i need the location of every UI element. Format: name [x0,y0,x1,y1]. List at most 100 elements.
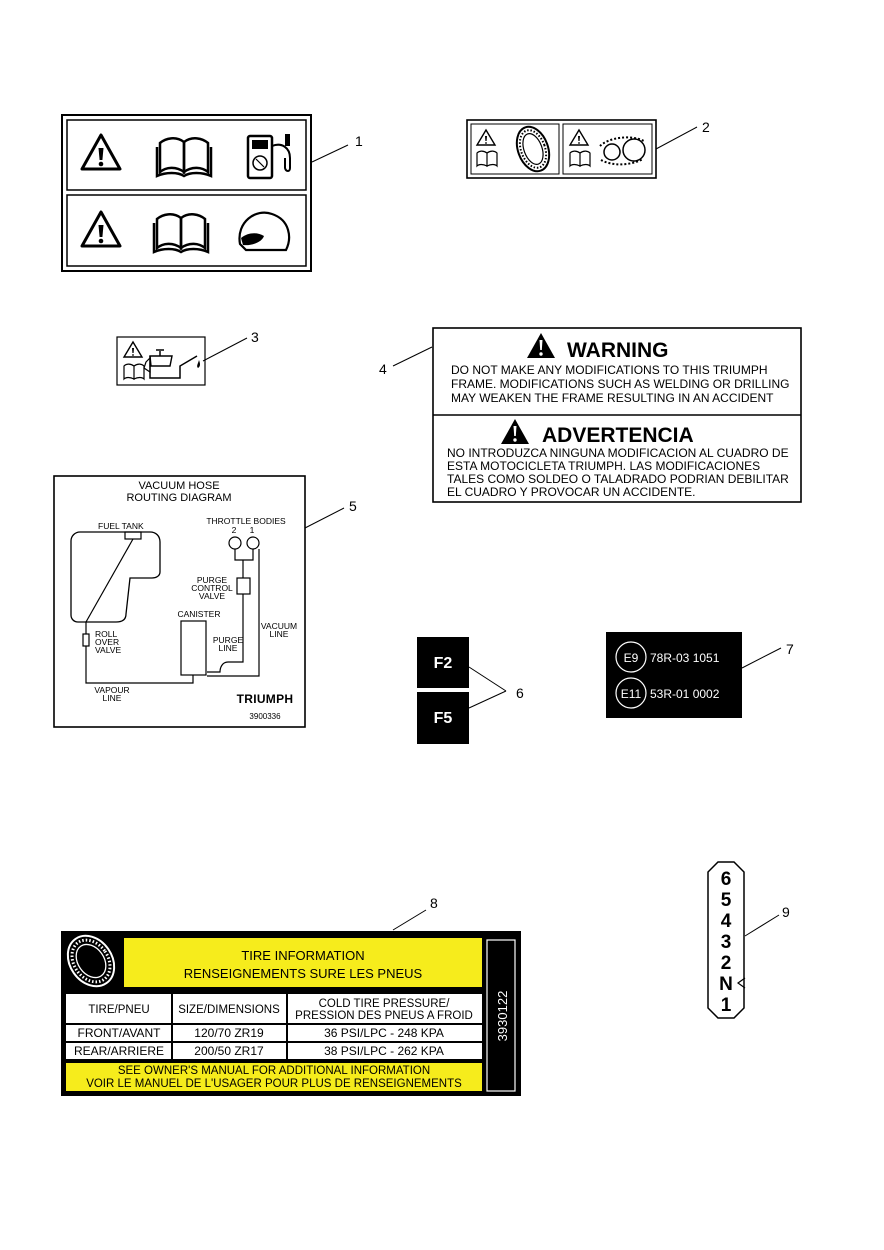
label-4-frame-warning: WARNING DO NOT MAKE ANY MODIFICATIONS TO… [432,327,802,503]
table-header: PRESSION DES PNEUS A FROID [295,1010,473,1022]
vapour-line-label: VAPOUR [94,685,129,695]
warning-line: DO NOT MAKE ANY MODIFICATIONS TO THIS TR… [451,363,768,377]
fuel-pump-icon [246,134,291,180]
label-6-fuse-labels: F2 F5 [417,637,469,744]
label-1-warning-icons [61,114,312,272]
fuel-tank-label: FUEL TANK [98,521,144,531]
throttle-bodies-label: THROTTLE BODIES [206,516,286,526]
advertencia-line: EL CUADRO Y PROVOCAR UN ACCIDENTE. [447,485,696,499]
label-9-gear-indicator: 6 5 4 3 2 N 1 [707,861,746,1019]
vacuum-part-number: 3900336 [249,712,281,721]
canister-shape [180,620,207,676]
manual-book-icon [569,150,591,167]
callout-6: 6 [516,685,524,701]
purge-line-label: LINE [219,643,238,653]
warning-title: WARNING [567,339,669,362]
manual-book-icon [155,137,213,178]
warning-triangle-icon [123,341,143,358]
tire-title: TIRE INFORMATION [241,948,364,963]
tire-title-panel [124,938,482,987]
neutral-pointer-icon [736,977,746,989]
label-8-tire-information: TIRE INFORMATION RENSEIGNEMENTS SURE LES… [61,931,521,1096]
warning-line: MAY WEAKEN THE FRAME RESULTING IN AN ACC… [451,391,774,405]
tire-table: TIRE/PNEU SIZE/DIMENSIONS COLD TIRE PRES… [66,994,482,1059]
gear-number: 1 [721,995,732,1016]
table-cell: 36 PSI/LPC - 248 KPA [324,1026,444,1040]
tire-title-fr: RENSEIGNEMENTS SURE LES PNEUS [184,966,423,981]
purge-valve-label: PURGE [197,575,228,585]
purge-valve-shape [236,577,251,595]
table-cell: FRONT/AVANT [78,1026,162,1040]
callout-5: 5 [349,498,357,514]
drive-chain-icon [599,136,646,166]
callout-2: 2 [702,119,710,135]
tire-icon [515,125,551,173]
fuse-label-f2: F2 [434,655,453,672]
roll-over-label: VALVE [95,645,121,655]
warning-triangle-icon [80,133,122,171]
table-header: COLD TIRE PRESSURE/ [319,998,451,1010]
warning-triangle-icon [527,333,555,358]
throttle-body-1-label: 1 [250,525,255,535]
gear-number: 3 [721,932,732,953]
roll-over-label: OVER [95,637,119,647]
approval-mark: E9 [624,651,639,665]
tire-part-number: 3930122 [495,991,510,1042]
fuse-label-f5: F5 [434,710,453,727]
vacuum-line-label: LINE [270,629,289,639]
table-cell: 120/70 ZR19 [194,1026,264,1040]
callout-7: 7 [786,641,794,657]
triumph-logo: TRIUMPH [237,692,294,706]
vacuum-title: ROUTING DIAGRAM [126,492,231,504]
canister-label: CANISTER [178,609,221,619]
callout-4: 4 [379,361,387,377]
label-2-tire-chain-icons [466,119,657,179]
tire-footer: SEE OWNER'S MANUAL FOR ADDITIONAL INFORM… [118,1065,430,1077]
manual-book-icon [152,213,210,254]
tire-icon [66,934,116,988]
gear-number: 2 [721,953,732,974]
warning-triangle-icon [569,129,589,146]
table-cell: REAR/ARRIERE [74,1044,164,1058]
purge-valve-label: CONTROL [191,583,233,593]
fuel-tank-shape [70,531,161,623]
advertencia-line: NO INTRODUZCA NINGUNA MODIFICACION AL CU… [447,446,789,460]
table-header: SIZE/DIMENSIONS [178,1004,280,1016]
label-7-approval-marks: E9 78R-03 1051 E11 53R-01 0002 [606,632,742,718]
advertencia-line: ESTA MOTOCICLETA TRIUMPH. LAS MODIFICACI… [447,459,760,473]
warning-line: FRAME. MODIFICATIONS SUCH AS WELDING OR … [451,377,789,391]
purge-line-label: PURGE [213,635,244,645]
label-5-vacuum-hose-diagram: VACUUM HOSE ROUTING DIAGRAM FUEL TANK RO… [53,475,306,728]
warning-triangle-icon [80,210,122,248]
approval-code: 78R-03 1051 [650,651,720,665]
gear-number: 5 [721,890,732,911]
helmet-icon [238,211,291,252]
advertencia-title: ADVERTENCIA [542,424,694,447]
callout-9: 9 [782,904,790,920]
table-cell: 200/50 ZR17 [194,1044,264,1058]
warning-triangle-icon [501,419,529,444]
vacuum-title: VACUUM HOSE [138,480,219,492]
approval-mark: E11 [621,687,642,701]
table-header: TIRE/PNEU [88,1004,149,1016]
gear-number: 6 [721,869,732,890]
callout-8: 8 [430,895,438,911]
gear-neutral: N [719,974,733,995]
callout-1: 1 [355,133,363,149]
manual-book-icon [123,363,145,380]
vacuum-line-label: VACUUM [261,621,297,631]
oil-can-icon [143,349,200,379]
tire-footer-panel [66,1063,482,1091]
roll-over-label: ROLL [95,629,117,639]
tire-footer: VOIR LE MANUEL DE L'USAGER POUR PLUS DE … [86,1078,462,1090]
vapour-line-label: LINE [103,693,122,703]
roll-over-valve-shape [82,633,90,647]
warning-triangle-icon [476,129,496,146]
manual-book-icon [476,150,498,167]
throttle-body-2-label: 2 [232,525,237,535]
approval-code: 53R-01 0002 [650,687,720,701]
advertencia-line: TALES COMO SOLDEO O TALADRADO PODRIAN DE… [447,472,789,486]
gear-number: 4 [721,911,732,932]
table-cell: 38 PSI/LPC - 262 KPA [324,1044,444,1058]
